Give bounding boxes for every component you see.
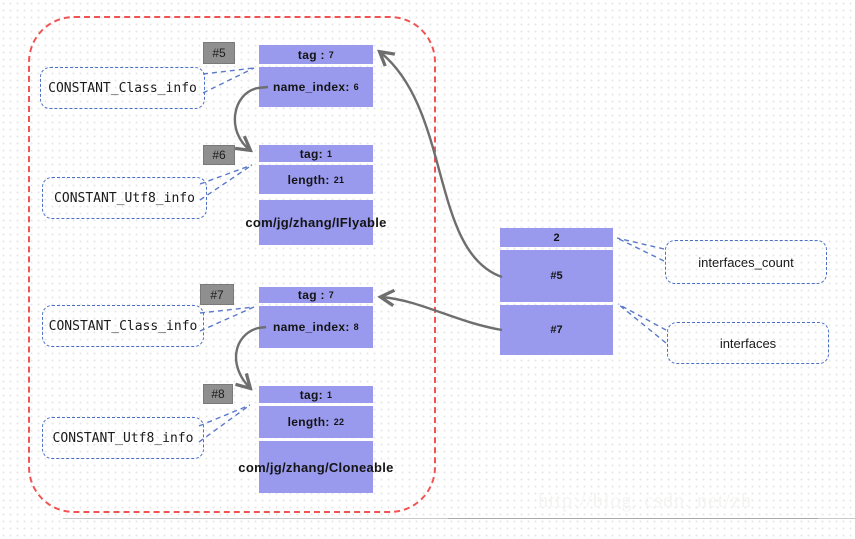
callout-label: CONSTANT_Utf8_info: [54, 190, 195, 206]
interfaces-ref-row-1: #5: [500, 250, 613, 302]
row-value: 22: [333, 417, 345, 427]
entry7-name-index-row: name_index: 8: [259, 306, 373, 348]
row-value: 21: [333, 174, 345, 185]
entry5-tag-row: tag : 7: [259, 45, 373, 64]
interface-ref-value: #5: [550, 270, 563, 282]
callout-constant-utf8-info-8: CONSTANT_Utf8_info: [42, 417, 204, 459]
leader-interfaces-a: [617, 303, 667, 331]
pool-index-badge-8: #8: [203, 384, 233, 404]
row-label: length:: [287, 415, 330, 429]
row-label: tag:: [299, 387, 323, 402]
callout-label: interfaces: [719, 335, 777, 351]
row-label: tag :: [297, 288, 325, 302]
row-label: tag:: [299, 146, 323, 161]
interfaces-count-row: 2: [500, 228, 613, 247]
row-value: 1: [326, 148, 333, 159]
entry8-length-row: length: 22: [259, 406, 373, 438]
watermark-url: http://blog. csdn. net/zh: [538, 490, 752, 512]
row-label: length:: [287, 172, 330, 187]
entry6-tag-row: tag: 1: [259, 145, 373, 162]
interfaces-ref-row-2: #7: [500, 305, 613, 355]
row-value: 7: [328, 49, 335, 60]
utf8-bytes-value: com/jg/zhang/Cloneable: [238, 459, 394, 475]
callout-constant-class-info-7: CONSTANT_Class_info: [42, 305, 204, 347]
utf8-bytes-value: com/jg/zhang/IFlyable: [245, 215, 387, 230]
row-value: 7: [328, 290, 335, 300]
pool-index-badge-7: #7: [200, 284, 234, 305]
callout-interfaces-count: interfaces_count: [665, 240, 827, 284]
row-value: 6: [353, 82, 359, 92]
entry7-tag-row: tag : 7: [259, 287, 373, 303]
interfaces-count-value: 2: [553, 231, 560, 244]
pool-index-badge-6: #6: [203, 145, 235, 165]
callout-label: CONSTANT_Utf8_info: [52, 430, 194, 446]
row-label: name_index:: [273, 80, 350, 94]
entry5-name-index-row: name_index: 6: [259, 67, 373, 107]
entry8-bytes-row: com/jg/zhang/Cloneable: [238, 441, 393, 493]
row-label: tag :: [297, 47, 325, 62]
row-value: 1: [326, 389, 333, 400]
pool-index-badge-5: #5: [203, 42, 235, 64]
row-value: 8: [353, 322, 359, 332]
callout-constant-utf8-info-6: CONSTANT_Utf8_info: [42, 177, 207, 219]
leader-interfaces-b: [617, 303, 667, 344]
bottom-divider-dark-segment: [448, 518, 818, 519]
callout-label: CONSTANT_Class_info: [48, 80, 197, 96]
entry8-tag-row: tag: 1: [259, 386, 373, 403]
entry6-length-row: length: 21: [259, 165, 373, 194]
interface-ref-value: #7: [550, 324, 563, 336]
callout-label: CONSTANT_Class_info: [48, 318, 198, 334]
leader-interfaces-count-a: [616, 237, 665, 250]
entry6-bytes-row: com/jg/zhang/IFlyable: [245, 200, 386, 245]
row-label: name_index:: [273, 320, 350, 334]
callout-constant-class-info-5: CONSTANT_Class_info: [40, 67, 205, 109]
callout-interfaces: interfaces: [667, 322, 829, 364]
callout-label: interfaces_count: [698, 254, 794, 270]
leader-interfaces-count-b: [616, 237, 665, 262]
